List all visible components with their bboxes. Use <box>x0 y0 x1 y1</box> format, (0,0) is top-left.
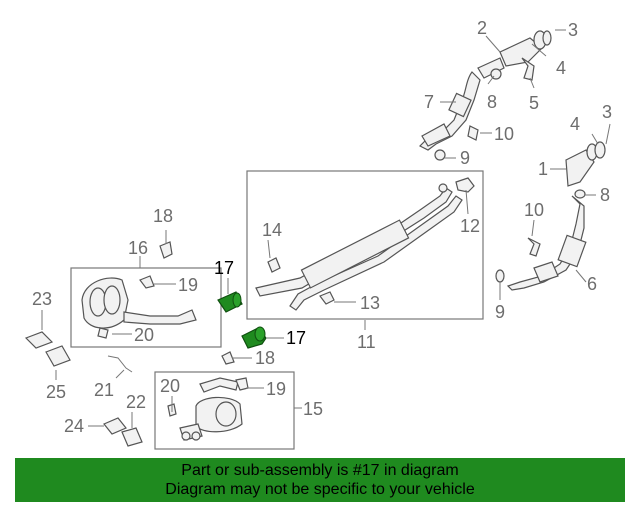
callout-25: 25 <box>46 382 66 402</box>
intermediate-pipe-box <box>246 170 484 320</box>
leader-lines <box>41 29 611 428</box>
callout-20-lower: 20 <box>160 376 180 396</box>
callout-16: 16 <box>128 238 148 258</box>
callout-3-lower: 3 <box>602 102 612 122</box>
muffler-upper <box>81 275 197 339</box>
callout-13: 13 <box>360 293 380 313</box>
callout-7: 7 <box>424 92 434 112</box>
callout-12: 12 <box>460 216 480 236</box>
loose-parts <box>24 241 235 447</box>
callout-17-upper: 17 <box>214 258 234 278</box>
muffler-lower <box>167 377 249 441</box>
info-banner: Part or sub-assembly is #17 in diagram D… <box>15 458 625 502</box>
callout-2: 2 <box>477 18 487 38</box>
callout-19-upper: 19 <box>178 275 198 295</box>
callout-24: 24 <box>64 416 84 436</box>
intermediate-pipe <box>255 177 475 311</box>
callout-22: 22 <box>126 392 146 412</box>
banner-line-2: Diagram may not be specific to your vehi… <box>165 481 475 498</box>
callout-9-upper: 9 <box>460 148 470 168</box>
callout-21: 21 <box>94 380 114 400</box>
exhaust-system-diagram: 2 3 4 5 7 8 10 9 1 4 3 8 10 6 9 14 12 13… <box>24 18 612 450</box>
banner-line-1: Part or sub-assembly is #17 in diagram <box>181 462 459 479</box>
part-17-upper-highlighted <box>217 291 243 313</box>
callout-14: 14 <box>262 220 282 240</box>
callout-3-upper: 3 <box>568 20 578 40</box>
callout-labels: 2 3 4 5 7 8 10 9 1 4 3 8 10 6 9 14 12 13… <box>32 18 612 436</box>
callout-17-lower: 17 <box>286 328 306 348</box>
front-catalytic-converter-lower <box>495 141 606 291</box>
callout-19-lower: 19 <box>266 379 286 399</box>
callout-10-lower: 10 <box>524 200 544 220</box>
callout-11: 11 <box>357 332 376 352</box>
callout-23: 23 <box>32 289 52 309</box>
callout-9-lower: 9 <box>495 302 505 322</box>
callout-18-lower: 18 <box>255 348 275 368</box>
callout-1: 1 <box>538 159 548 179</box>
muffler-assembly-box-upper <box>70 267 222 348</box>
callout-15: 15 <box>303 399 323 419</box>
callout-5: 5 <box>529 93 539 113</box>
callout-18-upper: 18 <box>153 206 173 226</box>
callout-6: 6 <box>587 274 597 294</box>
part-17-lower-highlighted <box>241 326 267 349</box>
callout-8-upper: 8 <box>487 92 497 112</box>
callout-8-lower: 8 <box>600 185 610 205</box>
callout-10-upper: 10 <box>494 124 514 144</box>
muffler-assembly-box-lower <box>154 371 295 450</box>
callout-4-lower: 4 <box>570 114 580 134</box>
callout-4-upper: 4 <box>556 58 566 78</box>
callout-20-upper: 20 <box>134 325 154 345</box>
